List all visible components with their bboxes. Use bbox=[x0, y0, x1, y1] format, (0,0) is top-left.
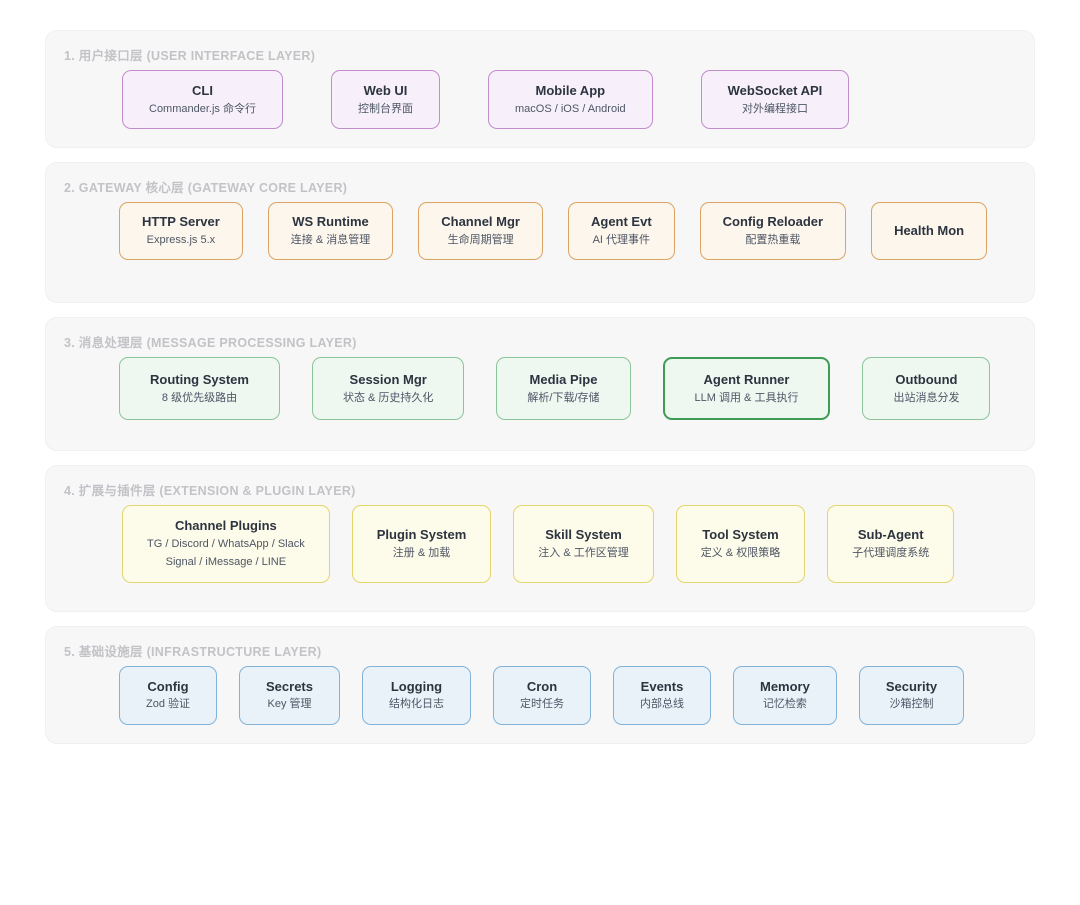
card-title: Outbound bbox=[895, 371, 958, 387]
card-title: Sub-Agent bbox=[857, 527, 924, 543]
card-subtitle: 配置热重载 bbox=[745, 234, 801, 247]
component-card[interactable]: Channel Plugins TG / Discord / WhatsApp /… bbox=[122, 505, 330, 583]
component-card[interactable]: Sub-Agent 子代理调度系统 bbox=[827, 505, 955, 583]
component-card[interactable]: Channel Mgr 生命周期管理 bbox=[418, 202, 543, 260]
component-card[interactable]: Health Mon bbox=[871, 202, 988, 260]
component-card[interactable]: Security 沙箱控制 bbox=[858, 665, 965, 726]
card-title: CLI bbox=[192, 83, 213, 98]
layer-title: 1. 用户接口层 (USER INTERFACE LAYER) bbox=[64, 49, 316, 63]
layer-card-row: Routing System 8 级优先级路由 Session Mgr 状态 & 历史… bbox=[64, 356, 1016, 421]
card-subtitle: 出站消息分发 bbox=[893, 391, 960, 404]
component-card[interactable]: WebSocket API 对外编程接口 bbox=[700, 70, 850, 130]
card-title: Agent Runner bbox=[703, 371, 790, 387]
layer-title: 5. 基础设施层 (INFRASTRUCTURE LAYER) bbox=[64, 644, 322, 659]
card-subtitle: 定义 & 权限策略 bbox=[700, 546, 781, 559]
card-subtitle: 8 级优先级路由 bbox=[161, 391, 238, 404]
card-title: WS Runtime bbox=[292, 214, 369, 230]
layer-title: 3. 消息处理层 (MESSAGE PROCESSING LAYER) bbox=[64, 335, 357, 350]
card-title: WebSocket API bbox=[727, 83, 823, 98]
card-title: Agent Evt bbox=[590, 214, 652, 230]
card-subtitle: Zod 验证 bbox=[146, 698, 191, 711]
card-title: Channel Mgr bbox=[441, 214, 520, 230]
card-subtitle: 状态 & 历史持久化 bbox=[342, 391, 434, 404]
card-subtitle: Commander.js 命令行 bbox=[149, 102, 256, 115]
card-title: Skill System bbox=[545, 527, 622, 543]
component-card[interactable]: CLI Commander.js 命令行 bbox=[122, 70, 283, 130]
card-title: Secrets bbox=[266, 678, 313, 694]
layer-title: 2. GATEWAY 核心层 (GATEWAY CORE LAYER) bbox=[64, 181, 348, 196]
card-title: Channel Plugins bbox=[174, 518, 277, 534]
component-card[interactable]: Tool System 定义 & 权限策略 bbox=[675, 505, 806, 583]
card-subtitle: 解析/下载/存储 bbox=[527, 391, 600, 404]
card-subtitle: 子代理调度系统 bbox=[852, 546, 930, 559]
card-subtitle: macOS / iOS / Android bbox=[514, 102, 626, 115]
layer-message-processing-layer: 3. 消息处理层 (MESSAGE PROCESSING LAYER) Routi… bbox=[45, 316, 1035, 452]
card-title: Routing System bbox=[150, 371, 249, 387]
component-card[interactable]: Cron 定时任务 bbox=[493, 665, 591, 726]
card-subtitle: 注入 & 工作区管理 bbox=[538, 546, 629, 559]
component-card[interactable]: Events 内部总线 bbox=[613, 665, 711, 726]
card-title: Config Reloader bbox=[722, 214, 824, 230]
component-card[interactable]: Memory 记忆检索 bbox=[733, 665, 837, 726]
card-subtitle: AI 代理事件 bbox=[592, 234, 651, 247]
component-card[interactable]: Media Pipe 解析/下载/存储 bbox=[496, 356, 631, 421]
card-subtitle: 连接 & 消息管理 bbox=[290, 234, 371, 247]
card-subtitle: 生命周期管理 bbox=[447, 234, 514, 247]
card-subtitle: Key 管理 bbox=[267, 698, 312, 711]
layer-gateway-core-layer: 2. GATEWAY 核心层 (GATEWAY CORE LAYER) HTTP … bbox=[45, 162, 1035, 303]
card-title: HTTP Server bbox=[142, 214, 220, 230]
layer-user-interface-layer: 1. 用户接口层 (USER INTERFACE LAYER) CLI Comman… bbox=[45, 30, 1035, 149]
card-title: Session Mgr bbox=[349, 371, 427, 387]
card-subtitle: 定时任务 bbox=[520, 698, 564, 711]
layer-card-row: Channel Plugins TG / Discord / WhatsApp /… bbox=[64, 505, 1016, 583]
component-card[interactable]: Mobile App macOS / iOS / Android bbox=[487, 70, 653, 130]
card-title: Media Pipe bbox=[529, 371, 598, 387]
card-subtitle: 控制台界面 bbox=[357, 102, 413, 115]
component-card[interactable]: Plugin System 注册 & 加载 bbox=[351, 505, 492, 583]
card-title: Logging bbox=[390, 678, 443, 694]
card-title: Config bbox=[147, 678, 189, 694]
card-subtitle: 内部总线 bbox=[640, 698, 684, 711]
card-subtitle: 对外编程接口 bbox=[741, 102, 808, 115]
component-card[interactable]: Skill System 注入 & 工作区管理 bbox=[513, 505, 654, 583]
layer-title: 4. 扩展与插件层 (EXTENSION & PLUGIN LAYER) bbox=[64, 484, 356, 499]
card-title: Plugin System bbox=[376, 527, 467, 543]
component-card[interactable]: Agent Evt AI 代理事件 bbox=[567, 202, 675, 260]
component-card[interactable]: Config Reloader 配置热重载 bbox=[699, 202, 847, 260]
layer-extension-plugin-layer: 4. 扩展与插件层 (EXTENSION & PLUGIN LAYER) Chan… bbox=[45, 465, 1035, 612]
card-title: Security bbox=[885, 678, 938, 694]
card-title: Events bbox=[640, 678, 684, 694]
component-card[interactable]: Outbound 出站消息分发 bbox=[862, 356, 991, 421]
component-card[interactable]: Routing System 8 级优先级路由 bbox=[119, 356, 280, 421]
component-card[interactable]: WS Runtime 连接 & 消息管理 bbox=[267, 202, 394, 260]
card-subtitle: Signal / iMessage / LINE bbox=[165, 555, 287, 568]
card-subtitle: 记忆检索 bbox=[762, 698, 807, 711]
card-title: Cron bbox=[526, 678, 558, 694]
card-subtitle: 注册 & 加载 bbox=[392, 546, 451, 559]
card-subtitle: TG / Discord / WhatsApp / Slack bbox=[147, 538, 305, 550]
card-title: Web UI bbox=[363, 83, 408, 98]
card-subtitle: LLM 调用 & 工具执行 bbox=[694, 391, 799, 404]
component-card[interactable]: Session Mgr 状态 & 历史持久化 bbox=[311, 356, 465, 421]
card-title: Health Mon bbox=[894, 223, 965, 239]
card-title: Mobile App bbox=[535, 83, 606, 98]
card-subtitle: 沙箱控制 bbox=[889, 698, 934, 711]
card-title: Tool System bbox=[702, 527, 779, 543]
component-card[interactable]: Web UI 控制台界面 bbox=[330, 70, 440, 130]
card-subtitle: Express.js 5.x bbox=[146, 234, 216, 247]
layer-card-row: CLI Commander.js 命令行 Web UI 控制台界面 Mobile App… bbox=[64, 70, 1016, 130]
card-subtitle: 结构化日志 bbox=[389, 698, 444, 711]
component-card[interactable]: Logging 结构化日志 bbox=[362, 665, 471, 726]
card-title: Memory bbox=[760, 678, 810, 694]
